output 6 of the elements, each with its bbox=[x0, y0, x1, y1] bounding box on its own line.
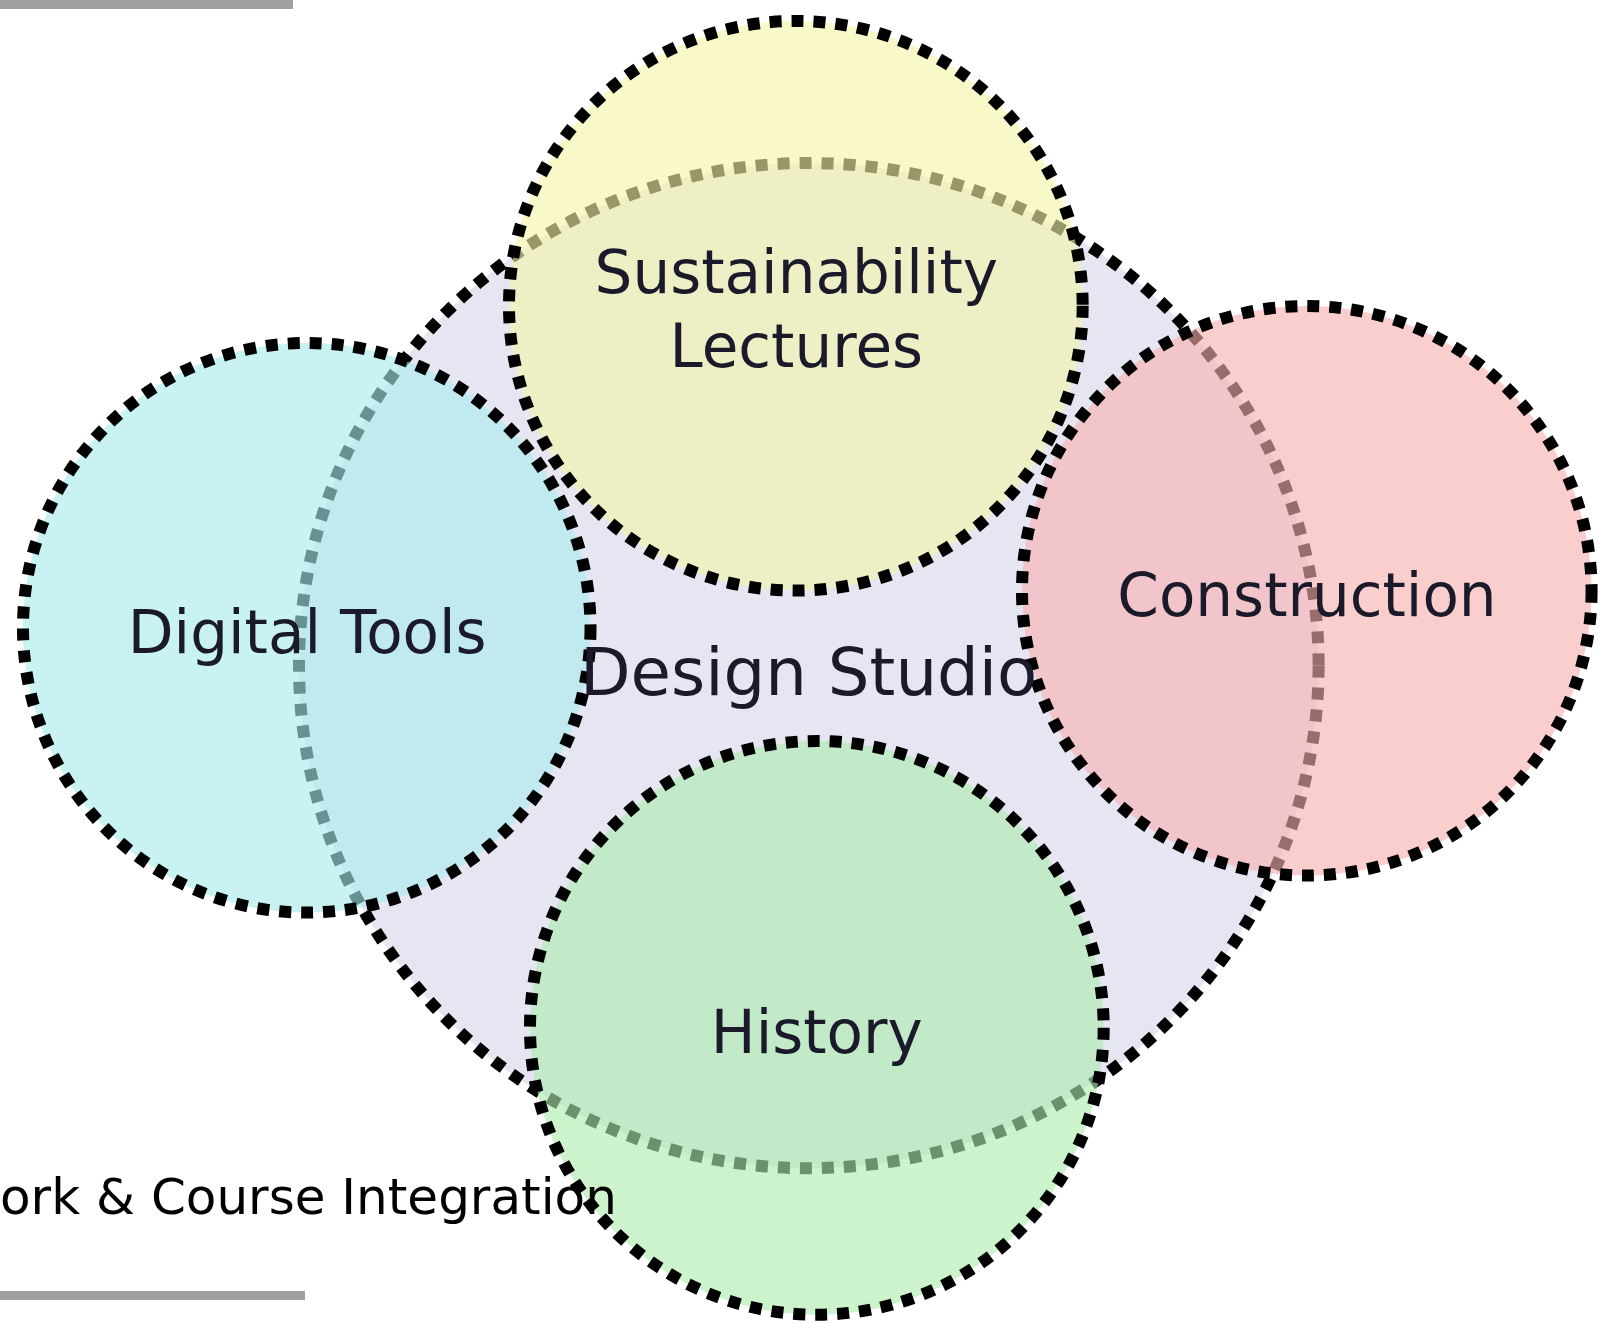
circle-label: History bbox=[710, 996, 923, 1069]
circle-label: Construction bbox=[1117, 559, 1497, 632]
venn-circle bbox=[503, 15, 1090, 597]
circle-label: Digital Tools bbox=[127, 596, 487, 669]
circle-label: Design Studio bbox=[579, 633, 1038, 713]
circle-label: Sustainability Lectures bbox=[593, 236, 999, 384]
